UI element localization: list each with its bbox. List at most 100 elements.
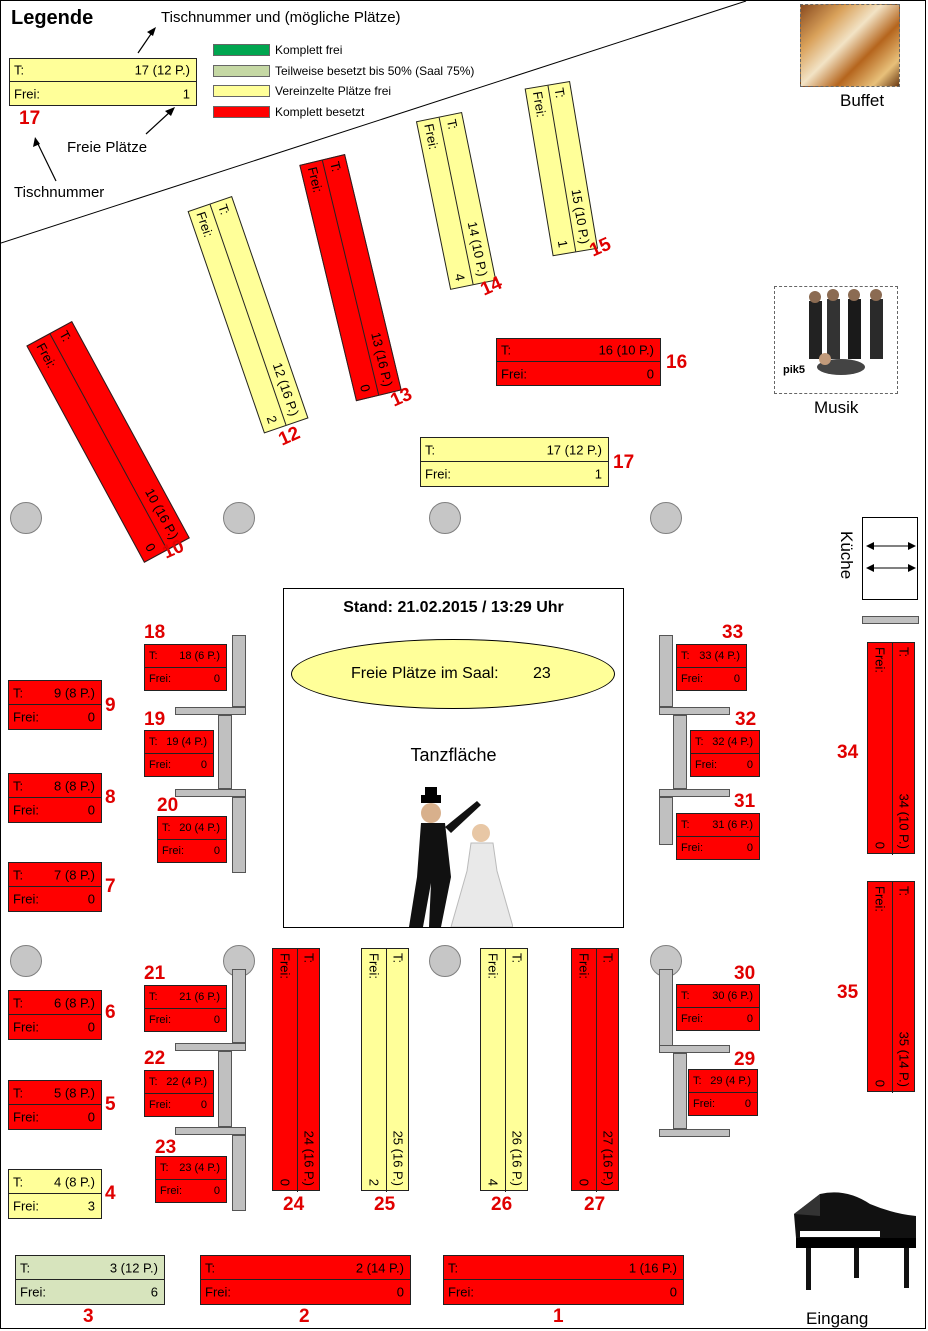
buffet-image: [800, 4, 900, 87]
table-number: 20: [157, 795, 179, 816]
table-24[interactable]: T:24 (16 P.) Frei:0: [272, 948, 321, 1192]
dance-floor-label: Tanzfläche: [410, 745, 497, 765]
legend-title: Legende: [11, 7, 94, 29]
divider-bar: [218, 1051, 232, 1127]
table-10[interactable]: T:10 (16 P.) Frei:0: [26, 321, 190, 563]
dance-floor: [283, 588, 624, 928]
band-image: pik5: [774, 286, 898, 394]
divider-bar: [659, 1129, 730, 1137]
divider-bar: [673, 1053, 687, 1129]
free-seats-ellipse: [291, 639, 615, 709]
pillar: [10, 945, 42, 977]
divider-bar: [659, 1045, 730, 1053]
table-number: 8: [105, 787, 116, 808]
kitchen-counter: [862, 616, 919, 624]
table-number: 35: [837, 982, 859, 1003]
table-number: 3: [83, 1306, 94, 1327]
table-number: 5: [105, 1094, 116, 1115]
table-3[interactable]: T:3 (12 P.) Frei:6: [15, 1255, 165, 1305]
musik-label: Musik: [814, 398, 859, 417]
divider-bar: [218, 715, 232, 789]
table-8[interactable]: T:8 (8 P.) Frei:0: [8, 773, 102, 823]
table-number: 7: [105, 876, 116, 897]
table-19[interactable]: T:19 (4 P.) Frei:0: [144, 730, 214, 777]
pillar: [429, 945, 461, 977]
dancers-icon: [409, 787, 513, 927]
table-22[interactable]: T:22 (4 P.) Frei:0: [144, 1070, 214, 1117]
table-number: 22: [144, 1048, 166, 1069]
kitchen-label: Küche: [837, 531, 856, 580]
table-20[interactable]: T:20 (4 P.) Frei:0: [157, 816, 227, 863]
pillar: [650, 502, 682, 534]
pillar: [10, 502, 42, 534]
table-29[interactable]: T:29 (4 P.) Frei:0: [688, 1069, 758, 1116]
legend-swatch-partial: [213, 65, 270, 77]
entrance-label: Eingang: [806, 1309, 869, 1328]
table-32[interactable]: T:32 (4 P.) Frei:0: [690, 730, 760, 777]
table-number: 25: [374, 1194, 396, 1215]
table-number: 24: [283, 1194, 305, 1215]
table-number: 18: [144, 622, 166, 643]
table-6[interactable]: T:6 (8 P.) Frei:0: [8, 990, 102, 1040]
pillar: [223, 502, 255, 534]
legend-label-full: Komplett besetzt: [275, 105, 365, 119]
table-27[interactable]: T:27 (16 P.) Frei:0: [571, 948, 620, 1192]
divider-bar: [232, 635, 246, 707]
table-2[interactable]: T:2 (14 P.) Frei:0: [200, 1255, 411, 1305]
legend-swatch-few: [213, 85, 270, 97]
table-number: 29: [734, 1049, 756, 1070]
legend-label-few: Vereinzelte Plätze frei: [275, 84, 392, 98]
table-23[interactable]: T:23 (4 P.) Frei:0: [155, 1156, 227, 1203]
table-31[interactable]: T:31 (6 P.) Frei:0: [676, 813, 760, 860]
table-34[interactable]: T:34 (10 P.) Frei:0: [867, 642, 916, 855]
legend-label-free: Komplett frei: [275, 43, 343, 57]
table-number: 17: [613, 452, 635, 473]
kitchen-arrows-icon: [866, 542, 916, 572]
table-18[interactable]: T:18 (6 P.) Frei:0: [144, 644, 227, 691]
divider-bar: [175, 707, 246, 715]
table-number: 33: [722, 622, 744, 643]
legend-callout-number: Tischnummer: [14, 184, 105, 201]
table-16[interactable]: T:16 (10 P.) Frei:0: [496, 338, 661, 386]
divider-bar: [659, 969, 673, 1053]
band-logo: pik5: [783, 364, 806, 376]
legend-swatch-free: [213, 44, 270, 56]
free-seats-label: Freie Plätze im Saal:: [351, 665, 499, 682]
divider-bar: [232, 1135, 246, 1211]
divider-bar: [232, 969, 246, 1043]
table-number: 2: [299, 1306, 310, 1327]
table-number: 31: [734, 791, 756, 812]
legend-divider-line: [1, 1, 747, 244]
table-25[interactable]: T:25 (16 P.) Frei:2: [361, 948, 410, 1192]
pillar: [429, 502, 461, 534]
divider-bar: [175, 1043, 246, 1051]
table-1[interactable]: T:1 (16 P.) Frei:0: [443, 1255, 684, 1305]
table-33[interactable]: T:33 (4 P.) Frei:0: [676, 644, 747, 691]
legend-swatch-full: [213, 106, 270, 118]
table-9[interactable]: T:9 (8 P.) Frei:0: [8, 680, 102, 730]
table-30[interactable]: T:30 (6 P.) Frei:0: [676, 984, 760, 1031]
table-5[interactable]: T:5 (8 P.) Frei:0: [8, 1080, 102, 1130]
table-number: 30: [734, 963, 756, 984]
table-4[interactable]: T:4 (8 P.) Frei:3: [8, 1169, 102, 1219]
divider-bar: [659, 789, 730, 797]
legend-label-partial: Teilweise besetzt bis 50% (Saal 75%): [275, 64, 475, 78]
table-35[interactable]: T:35 (14 P.) Frei:0: [867, 881, 916, 1093]
table-number: 1: [553, 1306, 564, 1327]
table-number: 34: [837, 742, 859, 763]
legend-example-table: T:17 (12 P.) Frei:1: [9, 58, 197, 106]
table-number: 21: [144, 963, 166, 984]
status-timestamp: Stand: 21.02.2015 / 13:29 Uhr: [343, 599, 564, 616]
table-26[interactable]: T:26 (16 P.) Frei:4: [480, 948, 529, 1192]
table-21[interactable]: T:21 (6 P.) Frei:0: [144, 985, 227, 1032]
divider-bar: [659, 635, 673, 707]
table-7[interactable]: T:7 (8 P.) Frei:0: [8, 862, 102, 912]
legend-callout-free: Freie Plätze: [67, 139, 148, 156]
table-17[interactable]: T:17 (12 P.) Frei:1: [420, 437, 609, 487]
table-number: 27: [584, 1194, 606, 1215]
table-number: 4: [105, 1183, 116, 1204]
table-number: 6: [105, 1002, 116, 1023]
divider-bar: [175, 1127, 246, 1135]
table-number: 32: [735, 709, 757, 730]
